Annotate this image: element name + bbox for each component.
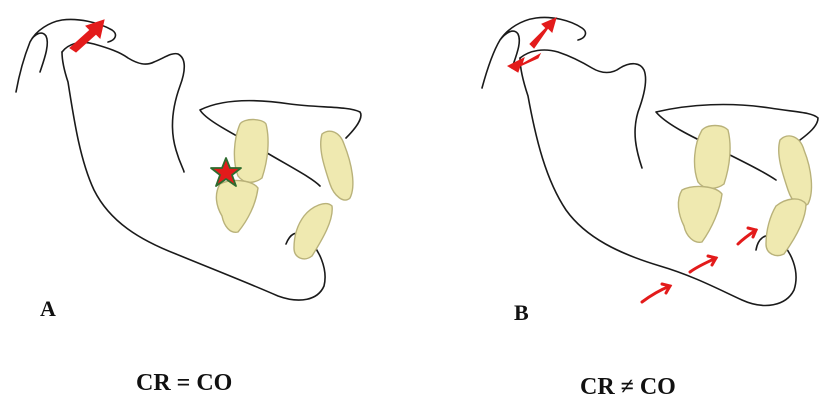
skull-base-outline-b bbox=[482, 17, 585, 88]
mandible-outline bbox=[62, 52, 325, 300]
arrow-condyle-down-b bbox=[508, 54, 540, 72]
ramus-outline bbox=[62, 42, 184, 172]
lower-incisor-a bbox=[294, 204, 332, 259]
panel-a-condyle-arrow bbox=[70, 20, 104, 52]
upper-molar-b bbox=[695, 126, 731, 189]
upper-molar-a bbox=[234, 120, 268, 183]
lower-incisor-b bbox=[766, 199, 806, 256]
panel-label-a: A bbox=[40, 296, 56, 322]
mandible-outline-b bbox=[520, 58, 796, 305]
panel-label-b: B bbox=[514, 300, 529, 326]
upper-incisor-a bbox=[321, 131, 353, 200]
upper-incisor-b bbox=[779, 136, 812, 206]
arrow-condyle-up-b bbox=[530, 18, 556, 48]
caption-b: CR ≠ CO bbox=[580, 374, 676, 401]
panel-b-teeth bbox=[678, 126, 811, 256]
ramus-outline-b bbox=[520, 50, 646, 168]
arrow-up-a bbox=[70, 20, 104, 52]
lower-molar-b bbox=[678, 187, 722, 243]
caption-a: CR = CO bbox=[136, 370, 232, 397]
panel-a-teeth bbox=[216, 120, 353, 259]
lower-molar-a bbox=[216, 181, 258, 233]
